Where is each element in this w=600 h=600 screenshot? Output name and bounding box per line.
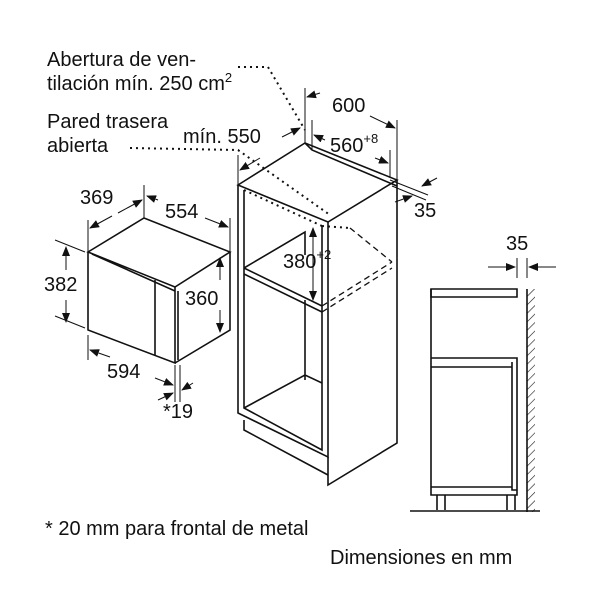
microwave-appliance xyxy=(54,185,232,402)
rear-wall-label-line1: Pared trasera xyxy=(47,111,169,133)
dim-appliance-depth: 369 xyxy=(80,187,113,209)
ventilation-label-line1: Abertura de ven- xyxy=(47,49,196,71)
cabinet-dimensions xyxy=(237,88,438,301)
tall-cabinet xyxy=(236,142,399,487)
dim-niche-depth-min: mín. 550 xyxy=(183,126,261,148)
units-note: Dimensiones en mm xyxy=(330,547,512,569)
rear-wall-label-line2: abierta xyxy=(47,135,109,157)
dim-appliance-height: 382 xyxy=(44,274,77,296)
dim-niche-width: 560+8 xyxy=(330,131,378,157)
dim-cabinet-width: 600 xyxy=(332,95,365,117)
ventilation-label-line2: tilación mín. 250 cm2 xyxy=(47,70,232,95)
ventilation-leader xyxy=(238,66,306,131)
dim-side-gap: 35 xyxy=(506,233,528,255)
dim-appliance-body-height: 360 xyxy=(185,288,218,310)
dim-appliance-body-width: 554 xyxy=(165,201,198,223)
rear-wall-leader xyxy=(129,147,331,216)
dim-front-thickness: *19 xyxy=(163,401,193,423)
dim-rear-gap: 35 xyxy=(414,200,436,222)
dim-niche-height: 380+2 xyxy=(283,247,331,273)
footnote: * 20 mm para frontal de metal xyxy=(45,518,308,540)
side-elevation xyxy=(410,258,556,512)
dim-appliance-width: 594 xyxy=(107,361,140,383)
